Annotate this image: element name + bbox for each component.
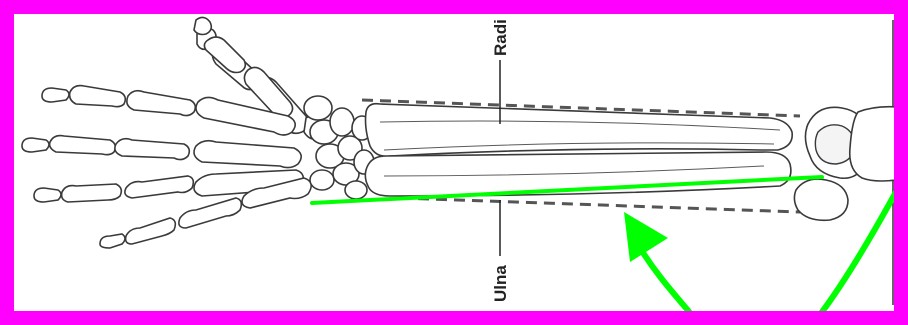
radius-label: Radi — [491, 19, 510, 56]
ulna-label: Ulna — [491, 265, 510, 302]
